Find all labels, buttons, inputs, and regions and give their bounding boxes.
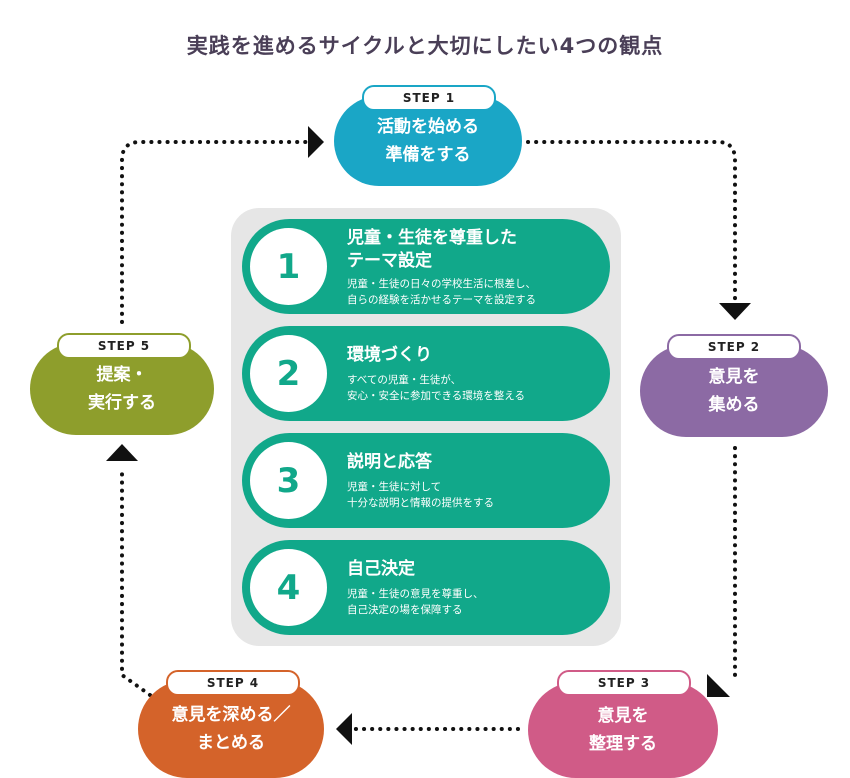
point-4-desc-line2: 自己決定の場を保障する: [347, 604, 463, 616]
step-4-line2: まとめる: [197, 733, 265, 753]
step-2-line1: 意見を: [708, 367, 760, 387]
point-1-desc-line2: 自らの経験を活かせるテーマを設定する: [347, 294, 536, 306]
step-4-tag: STEP 4: [166, 670, 300, 696]
step-2-line2: 集める: [708, 395, 760, 415]
step-2-tag: STEP 2: [667, 334, 801, 360]
point-1-title-line1: 児童・生徒を尊重した: [347, 228, 517, 248]
page-title: 実践を進めるサイクルと大切にしたい4つの観点: [186, 34, 664, 58]
arrow-step1-to-step2: [526, 140, 737, 302]
point-1-desc-line1: 児童・生徒の日々の学校生活に根差し、: [347, 278, 536, 290]
step-3-line2: 整理する: [589, 734, 657, 754]
arrowhead-right-icon: [308, 126, 324, 158]
arrow-step4-to-step5: [120, 468, 152, 697]
point-3-title: 説明と応答: [347, 452, 432, 472]
point-2-number: 2: [250, 335, 327, 412]
point-3-desc-line2: 十分な説明と情報の提供をする: [347, 497, 494, 509]
step-2-body: 意見を 集める: [640, 345, 828, 437]
point-1-number: 1: [250, 228, 327, 305]
point-2-desc-line2: 安心・安全に参加できる環境を整える: [347, 390, 525, 402]
step-3-body: 意見を 整理する: [528, 682, 718, 778]
arrowhead-down-icon: [719, 303, 751, 320]
arrow-step5-to-step1: [120, 140, 310, 324]
step-5-body: 提案・ 実行する: [30, 343, 214, 435]
arrowhead-diagonal-icon: [707, 674, 730, 697]
point-4-title: 自己決定: [347, 559, 415, 579]
step-5-line1: 提案・: [96, 365, 148, 385]
point-1: 1 児童・生徒を尊重した テーマ設定 児童・生徒の日々の学校生活に根差し、 自ら…: [242, 219, 610, 314]
step-4-body: 意見を深める／ まとめる: [138, 680, 324, 778]
step-5-tag: STEP 5: [57, 333, 191, 359]
point-3-desc-line1: 児童・生徒に対して: [347, 481, 442, 493]
point-3: 3 説明と応答 児童・生徒に対して 十分な説明と情報の提供をする: [242, 433, 610, 528]
point-2-desc-line1: すべての児童・生徒が、: [347, 374, 462, 386]
step-1-line2: 準備をする: [385, 145, 471, 165]
arrowhead-left-icon: [336, 713, 352, 745]
point-1-title-line2: テーマ設定: [347, 251, 432, 271]
step-3-line1: 意見を: [597, 706, 649, 726]
step-4-line1: 意見を深める／: [171, 705, 291, 725]
step-1-body: 活動を始める 準備をする: [334, 96, 522, 186]
step-5-line2: 実行する: [88, 393, 156, 413]
point-2: 2 環境づくり すべての児童・生徒が、 安心・安全に参加できる環境を整える: [242, 326, 610, 421]
step-3-tag: STEP 3: [557, 670, 691, 696]
arrowhead-up-icon: [106, 444, 138, 461]
point-4: 4 自己決定 児童・生徒の意見を尊重し、 自己決定の場を保障する: [242, 540, 610, 635]
step-1-line1: 活動を始める: [377, 117, 479, 137]
point-3-number: 3: [250, 442, 327, 519]
point-2-title: 環境づくり: [347, 345, 432, 365]
point-4-desc-line1: 児童・生徒の意見を尊重し、: [347, 588, 484, 600]
step-1-tag: STEP 1: [362, 85, 496, 111]
point-4-number: 4: [250, 549, 327, 626]
